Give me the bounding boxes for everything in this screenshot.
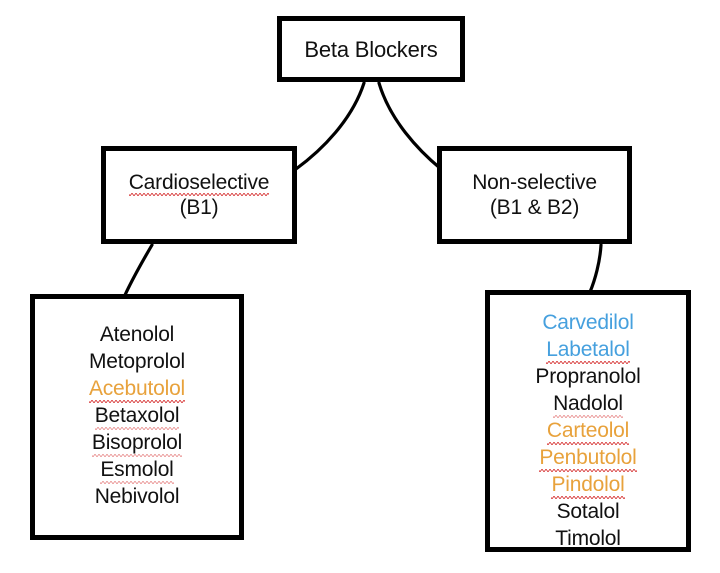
misspelled-word: Labetalol xyxy=(546,338,631,364)
node-cardioselective[interactable]: Cardioselective (B1) xyxy=(101,146,297,244)
drug-item: Acebutolol xyxy=(88,375,186,403)
connector-root-to-nonselective xyxy=(377,81,443,171)
misspelled-word: Pindolol xyxy=(551,473,625,499)
drug-item: Nadolol xyxy=(553,390,623,418)
drug-item: Pindolol xyxy=(551,471,625,499)
node-beta-blockers-label: Beta Blockers xyxy=(304,36,438,62)
node-non-selective-label-line1: Non-selective xyxy=(472,171,597,194)
misspelled-word: Cardioselective xyxy=(128,171,270,196)
node-non-selective[interactable]: Non-selective (B1 & B2) xyxy=(437,146,632,244)
drug-item: Metoprolol xyxy=(88,350,186,373)
drug-item: Bisoprolol xyxy=(91,429,183,457)
node-beta-blockers[interactable]: Beta Blockers xyxy=(277,16,465,82)
node-cardioselective-label-line2: (B1) xyxy=(179,196,219,219)
connector-nonselective-to-drugs xyxy=(588,243,603,294)
drug-item: Nebivolol xyxy=(94,485,180,508)
drug-item: Betaxolol xyxy=(94,402,180,430)
drug-item: Esmolol xyxy=(100,456,174,484)
misspelled-word: Acebutolol xyxy=(88,377,186,403)
drug-item: Penbutolol xyxy=(539,444,637,472)
misspelled-word: Carteolol xyxy=(546,419,630,445)
misspelled-word: Bisoprolol xyxy=(91,431,183,457)
misspelled-word: Esmolol xyxy=(100,458,174,484)
node-cardioselective-label-line1: Cardioselective xyxy=(128,170,270,196)
drug-item: Carteolol xyxy=(546,417,630,445)
misspelled-word: Betaxolol xyxy=(94,404,180,430)
drug-item: Carvedilol xyxy=(542,311,634,334)
misspelled-word: Penbutolol xyxy=(539,446,637,472)
drug-item: Labetalol xyxy=(546,336,631,364)
drug-item: Propranolol xyxy=(535,365,641,388)
node-non-selective-label-line2: (B1 & B2) xyxy=(489,196,580,219)
drug-item: Timolol xyxy=(555,527,621,550)
drug-item: Sotalol xyxy=(556,500,620,523)
misspelled-word: Nadolol xyxy=(553,392,623,418)
connector-cardioselective-to-drugs xyxy=(123,243,154,297)
drug-item: Atenolol xyxy=(99,323,175,346)
connector-root-to-cardioselective xyxy=(294,81,366,171)
